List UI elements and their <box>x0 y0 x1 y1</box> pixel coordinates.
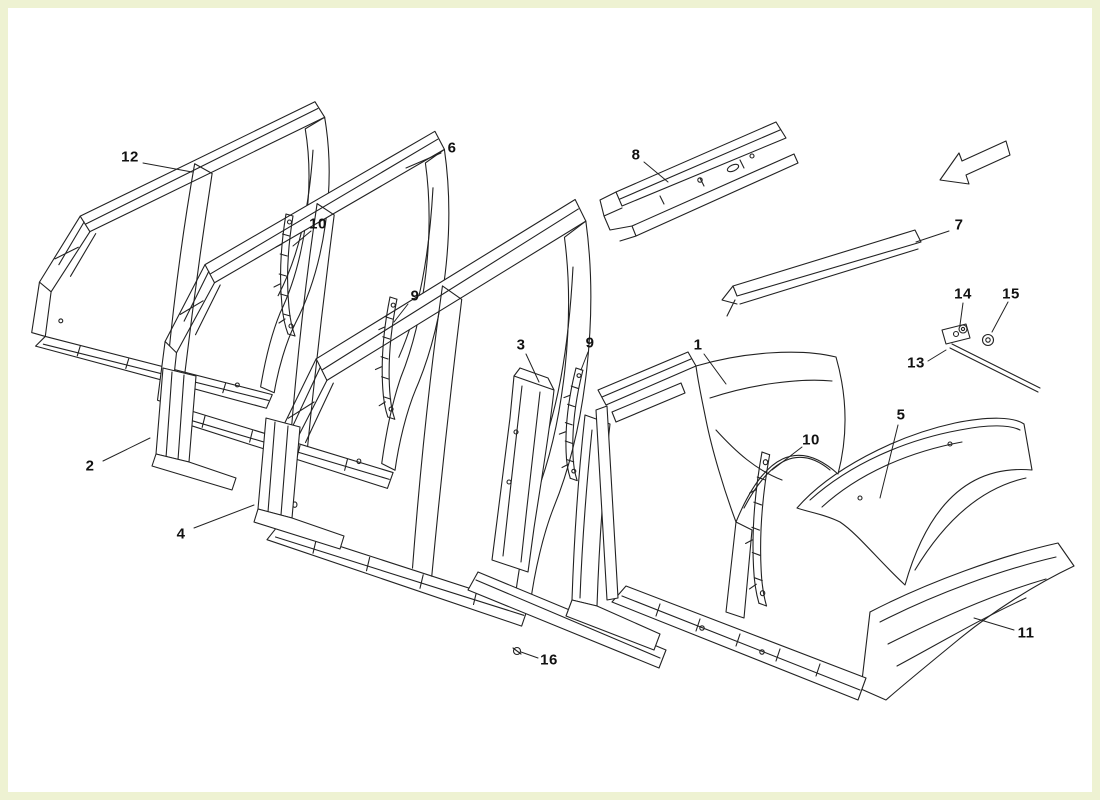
callout-10-right: 10 <box>802 431 820 449</box>
callout-14: 14 <box>954 285 972 303</box>
direction-arrow-icon <box>939 140 1011 185</box>
callout-12: 12 <box>121 148 139 166</box>
part-1-lateral-frame <box>595 351 867 701</box>
callout-16: 16 <box>540 651 558 669</box>
callout-5: 5 <box>896 406 906 424</box>
part-2-lower-pillar <box>151 367 237 491</box>
callout-3: 3 <box>516 336 526 354</box>
callout-11: 11 <box>1017 624 1035 642</box>
callout-8: 8 <box>631 146 641 164</box>
callout-7: 7 <box>954 216 964 234</box>
callout-10-left: 10 <box>309 215 327 233</box>
callout-2: 2 <box>85 457 95 475</box>
callout-1: 1 <box>693 336 703 354</box>
leader-lines <box>102 152 1015 659</box>
callout-4: 4 <box>176 525 186 543</box>
part-3-a-pillar-assembly <box>467 367 667 669</box>
part-16-screw <box>512 646 522 656</box>
callout-6: 6 <box>447 139 457 157</box>
part-14-nut <box>941 323 971 345</box>
callout-9-right: 9 <box>585 334 595 352</box>
part-15-washer <box>981 333 995 347</box>
part-4-lower-pillar <box>253 417 345 550</box>
callout-13: 13 <box>907 354 925 372</box>
part-5-front-fender <box>796 417 1033 586</box>
part-13-rod <box>949 343 1041 393</box>
part-8-sill-member <box>599 121 799 242</box>
callout-15: 15 <box>1002 285 1020 303</box>
callout-9-left: 9 <box>410 287 420 305</box>
part-7-side-skirt <box>721 229 922 317</box>
